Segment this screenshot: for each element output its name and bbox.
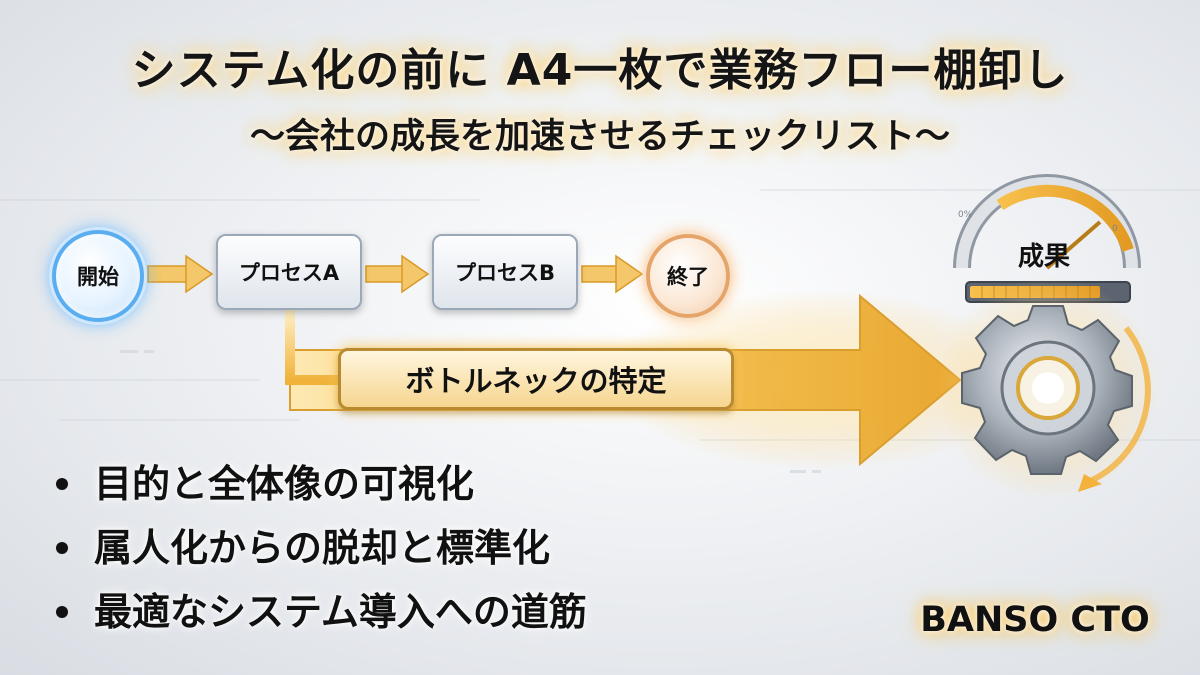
- flow-node-process-a: プロセスA: [216, 234, 362, 310]
- page-title: システム化の前に A4一枚で業務フロー棚卸し: [131, 45, 1069, 96]
- list-item-text: 目的と全体像の可視化: [94, 462, 475, 506]
- list-item-text: 最適なシステム導入への道筋: [94, 590, 587, 634]
- list-item: 最適なシステム導入への道筋: [48, 580, 587, 644]
- bullet-dot-icon: [56, 478, 68, 490]
- page-subtitle: 〜会社の成長を加速させるチェックリスト〜: [249, 117, 950, 157]
- gauge-label-left: 0%: [958, 210, 973, 220]
- gauge-label-right: 0: [1112, 224, 1118, 234]
- flow-arrow-icon: [147, 254, 644, 294]
- brand-name: BANSO CTO: [920, 600, 1150, 640]
- list-item-text: 属人化からの脱却と標準化: [94, 526, 551, 570]
- flow-node-process-b: プロセスB: [432, 234, 578, 310]
- flow-node-end: 終了: [646, 234, 730, 318]
- bullet-dot-icon: [56, 606, 68, 618]
- flow-node-start: 開始: [52, 230, 144, 322]
- list-item: 属人化からの脱却と標準化: [48, 516, 587, 580]
- list-item: 目的と全体像の可視化: [48, 452, 587, 516]
- checklist: 目的と全体像の可視化 属人化からの脱却と標準化 最適なシステム導入への道筋: [48, 452, 587, 644]
- bottleneck-label: ボトルネックの特定: [338, 348, 734, 410]
- gear-icon: [936, 276, 1160, 500]
- gauge-icon: [953, 174, 1141, 270]
- bullet-dot-icon: [56, 542, 68, 554]
- gauge-tick-labels: 0% 0: [958, 210, 1118, 234]
- result-label: 成果: [1017, 242, 1070, 272]
